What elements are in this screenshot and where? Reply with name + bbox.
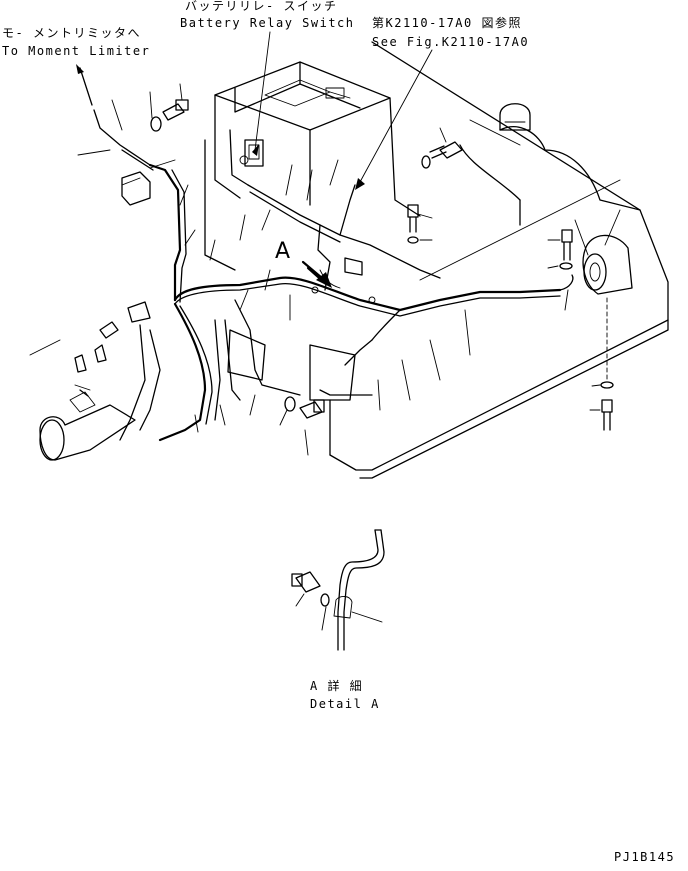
bolt-lower-middle (299, 399, 325, 456)
battery-relay-label-en: Battery Relay Switch (180, 16, 355, 30)
main-harness (173, 274, 574, 396)
battery-relay-label-jp: バッテリリレ- スイッチ (185, 0, 337, 13)
washer-lower-middle (279, 396, 296, 426)
washer-right-lower (591, 297, 614, 389)
battery-relay-leader (252, 31, 271, 156)
bolt-upper-middle (421, 127, 463, 169)
bolt-right-upper (547, 229, 573, 261)
hydraulic-tank (459, 103, 641, 226)
drawing-number: PJ1B145 (614, 850, 675, 864)
moment-limiter-label-jp: モ- メントリミッタへ (2, 26, 141, 40)
washer-right (547, 262, 573, 270)
moment-limiter-label-en: To Moment Limiter (2, 44, 150, 58)
moment-limiter-arrow (76, 64, 93, 106)
detail-label-en: Detail A (310, 697, 380, 711)
leader-lines (29, 91, 569, 433)
bracket-left (121, 171, 151, 206)
connectors-left (74, 301, 151, 397)
bolt-right-lower (589, 399, 613, 431)
relay-box-lower (227, 329, 356, 401)
engine-block (39, 384, 136, 461)
harness-left-branch (93, 109, 187, 303)
machine-frame (329, 41, 669, 479)
view-marker-a: A (275, 239, 290, 264)
detail-a-view (291, 529, 385, 651)
battery-box (204, 61, 421, 271)
view-arrow-a (301, 260, 332, 288)
harness-lower-left (119, 299, 301, 442)
see-figure-label-jp: 第K2110-17A0 図参照 (372, 15, 522, 30)
bolt-top-left (150, 83, 189, 132)
bolt-center (407, 204, 433, 244)
detail-label-jp: A 詳 細 (310, 678, 363, 693)
horn-unit (574, 209, 633, 295)
battery-relay-switch (239, 139, 264, 167)
see-figure-label-en: See Fig.K2110-17A0 (372, 35, 529, 49)
